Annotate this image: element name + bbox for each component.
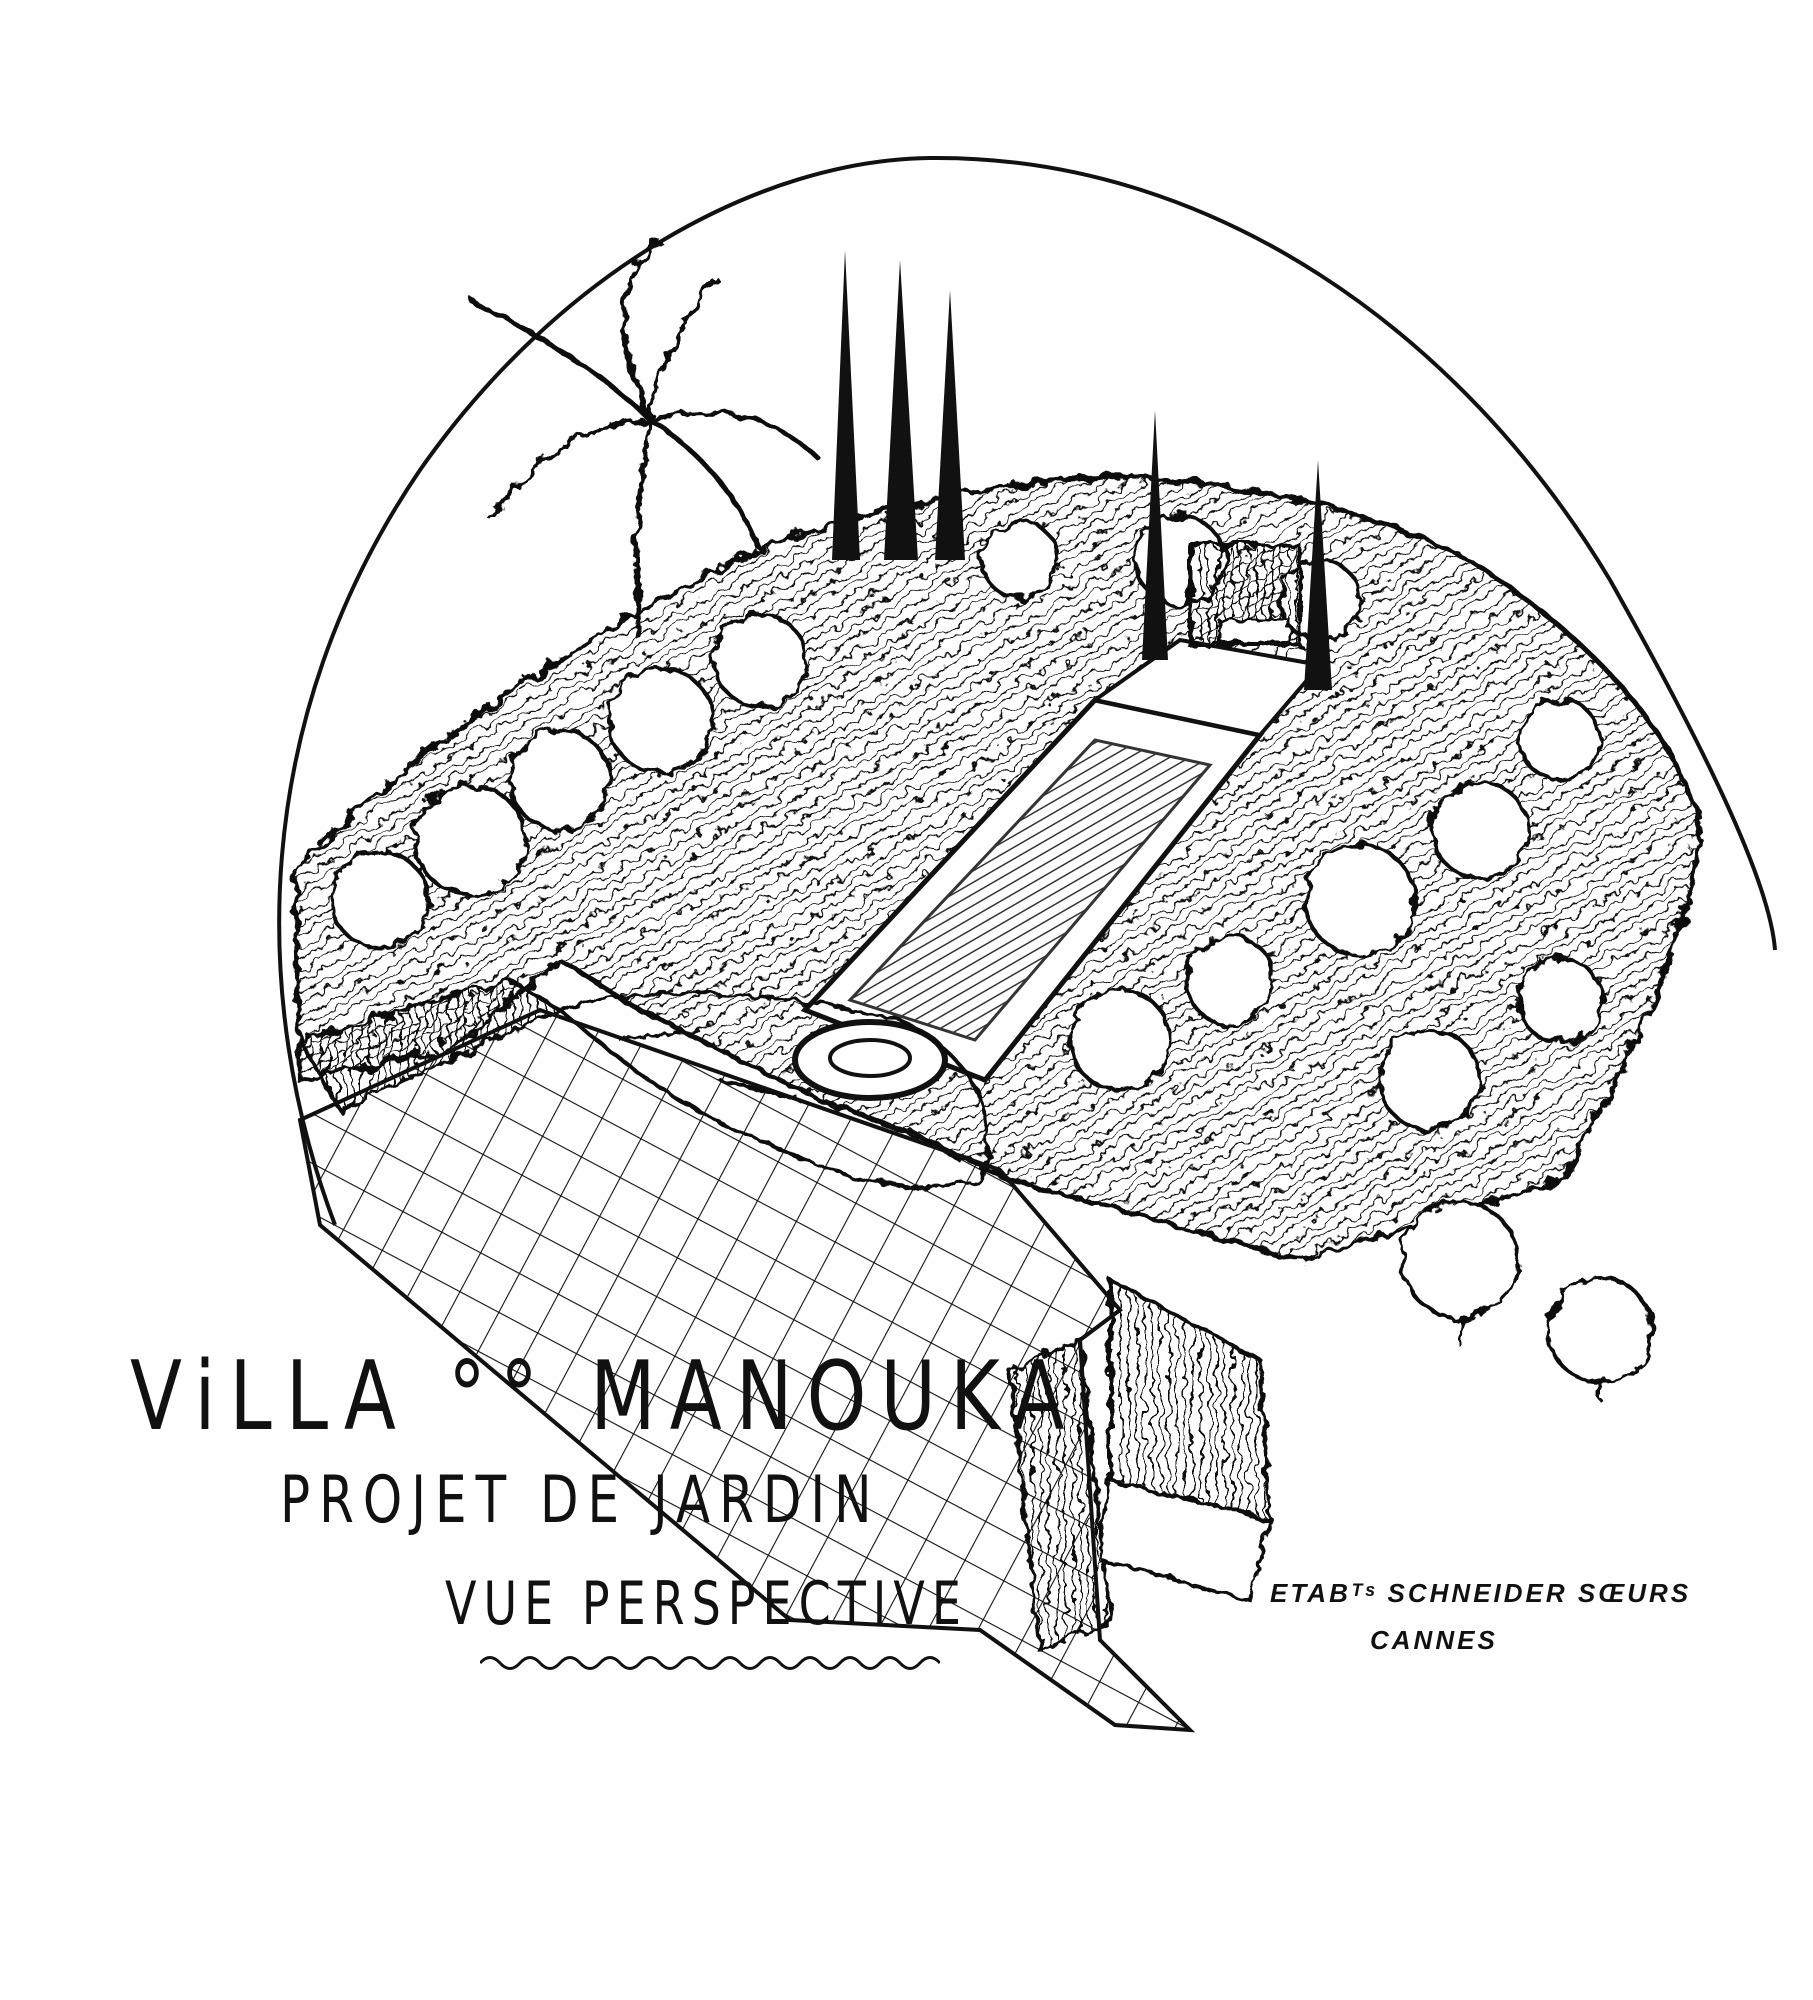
view-caption-wavy-underline: [480, 1656, 940, 1670]
view-caption: VUE PERSPECTIVE: [445, 1568, 968, 1639]
villa-title: ViLLA °° MANOUKA: [130, 1340, 1079, 1452]
fountain: [792, 1019, 948, 1101]
project-subtitle: PROJET DE JARDIN: [280, 1462, 881, 1538]
cypress-trees: [832, 250, 1332, 690]
tiled-terrace: [297, 1007, 1196, 1733]
round-trees: [1400, 1200, 1654, 1400]
maker-signature: ETABᵀˢ SCHNEIDER SŒURS: [1270, 1578, 1692, 1608]
far-gate: [1188, 543, 1302, 647]
circle-frame-arc: [277, 155, 1777, 1226]
central-allee: [800, 637, 1324, 1083]
city-signature: CANNES: [1370, 1625, 1498, 1655]
palm-tree: [468, 238, 822, 641]
